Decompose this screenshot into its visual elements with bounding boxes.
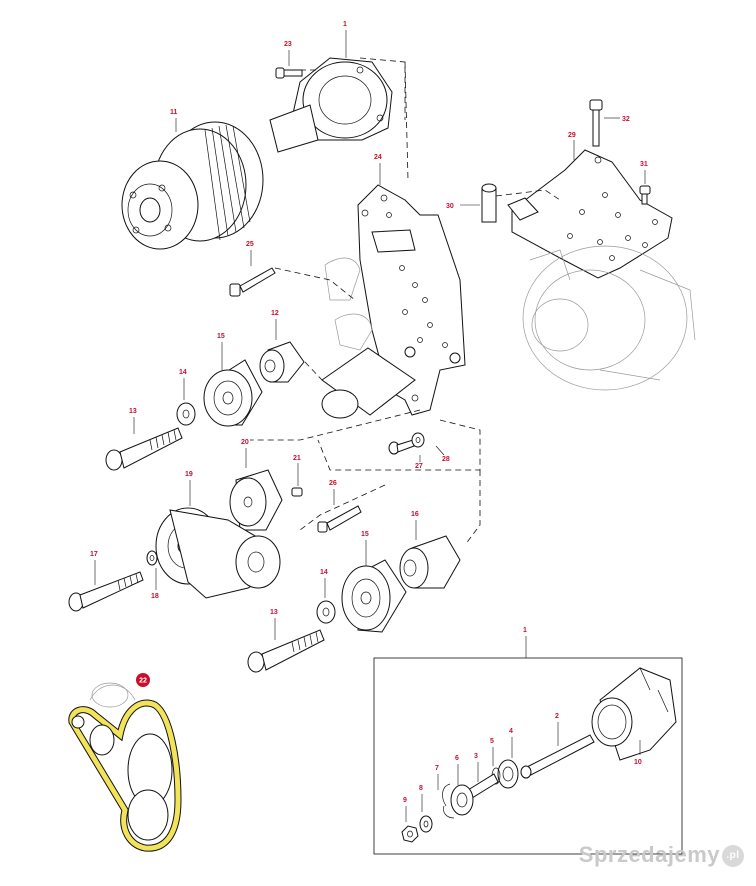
mounting-plate-24	[357, 184, 466, 416]
pump-housing-part	[269, 57, 393, 153]
bolt-13-lower	[247, 629, 325, 673]
detail-inset-frame	[373, 657, 683, 855]
bushing-12	[259, 341, 305, 383]
bolt-26	[317, 505, 362, 533]
inset-bearing-6	[450, 784, 474, 816]
callout-6: 6	[455, 755, 459, 762]
sleeve-30	[481, 183, 497, 223]
large-pulley-11	[121, 121, 264, 250]
callout-30: 30	[446, 203, 454, 210]
callout-16: 16	[411, 511, 419, 518]
callout-20: 20	[241, 439, 249, 446]
callout-32: 32	[622, 116, 630, 123]
callout-24: 24	[374, 154, 382, 161]
idler-15-upper	[203, 359, 263, 427]
tensioner-19	[155, 507, 281, 599]
bracket-29	[507, 149, 673, 279]
callout-13-lower: 13	[270, 609, 278, 616]
bolt-23	[275, 67, 303, 79]
callout-13-upper: 13	[129, 408, 137, 415]
callout-19: 19	[185, 471, 193, 478]
callout-15-upper: 15	[217, 333, 225, 340]
spacer-cylinder	[321, 347, 416, 419]
watermark: Sprzedajemy.pl	[579, 842, 744, 868]
bolt-32	[589, 99, 603, 147]
callout-15-lower: 15	[361, 531, 369, 538]
inset-circlip-7	[442, 783, 455, 819]
callout-8: 8	[419, 785, 423, 792]
callout-18: 18	[151, 593, 159, 600]
callout-12: 12	[271, 310, 279, 317]
callout-7: 7	[435, 765, 439, 772]
callout-11: 11	[170, 109, 178, 116]
callout-14-upper: 14	[179, 369, 187, 376]
watermark-text: Sprzedajemy	[578, 842, 720, 867]
inset-shaft-2	[520, 734, 595, 779]
callout-14-lower: 14	[320, 569, 328, 576]
belt-22	[68, 682, 182, 852]
bolt-13-upper	[105, 427, 183, 471]
callout-2: 2	[555, 713, 559, 720]
callout-9: 9	[403, 797, 407, 804]
inset-nut-9	[401, 825, 419, 843]
washer-18	[146, 550, 158, 566]
idler-15-lower	[341, 559, 407, 633]
bushing-16	[399, 535, 461, 589]
callout-25: 25	[246, 241, 254, 248]
inset-bearing-4	[497, 759, 519, 789]
callout-5: 5	[490, 738, 494, 745]
bolt-31	[639, 185, 651, 205]
washer-14-lower	[316, 600, 336, 624]
inset-washer-8	[419, 815, 433, 833]
pin-21	[291, 487, 303, 497]
callout-1-top: 1	[343, 21, 347, 28]
alternator-ghost	[522, 245, 696, 391]
callout-17: 17	[90, 551, 98, 558]
callout-21: 21	[293, 455, 301, 462]
callout-23: 23	[284, 41, 292, 48]
callout-31: 31	[640, 161, 648, 168]
bolt-17	[68, 571, 144, 612]
callout-26: 26	[329, 480, 337, 487]
bolt-25	[229, 267, 276, 297]
callout-3: 3	[474, 753, 478, 760]
inset-housing-10	[591, 667, 677, 761]
watermark-suffix: .pl	[722, 845, 744, 868]
callout-22-badge	[136, 673, 150, 687]
callout-10: 10	[634, 759, 642, 766]
pulley-20	[229, 469, 283, 531]
callout-1-inset: 1	[523, 627, 527, 634]
washer-14-upper	[176, 402, 196, 426]
callout-22: 22	[139, 678, 147, 685]
washer-28	[411, 432, 425, 448]
callout-28: 28	[442, 456, 450, 463]
callout-29: 29	[568, 132, 576, 139]
callout-4: 4	[509, 728, 513, 735]
callout-27: 27	[415, 463, 423, 470]
bolt-27	[388, 439, 415, 455]
